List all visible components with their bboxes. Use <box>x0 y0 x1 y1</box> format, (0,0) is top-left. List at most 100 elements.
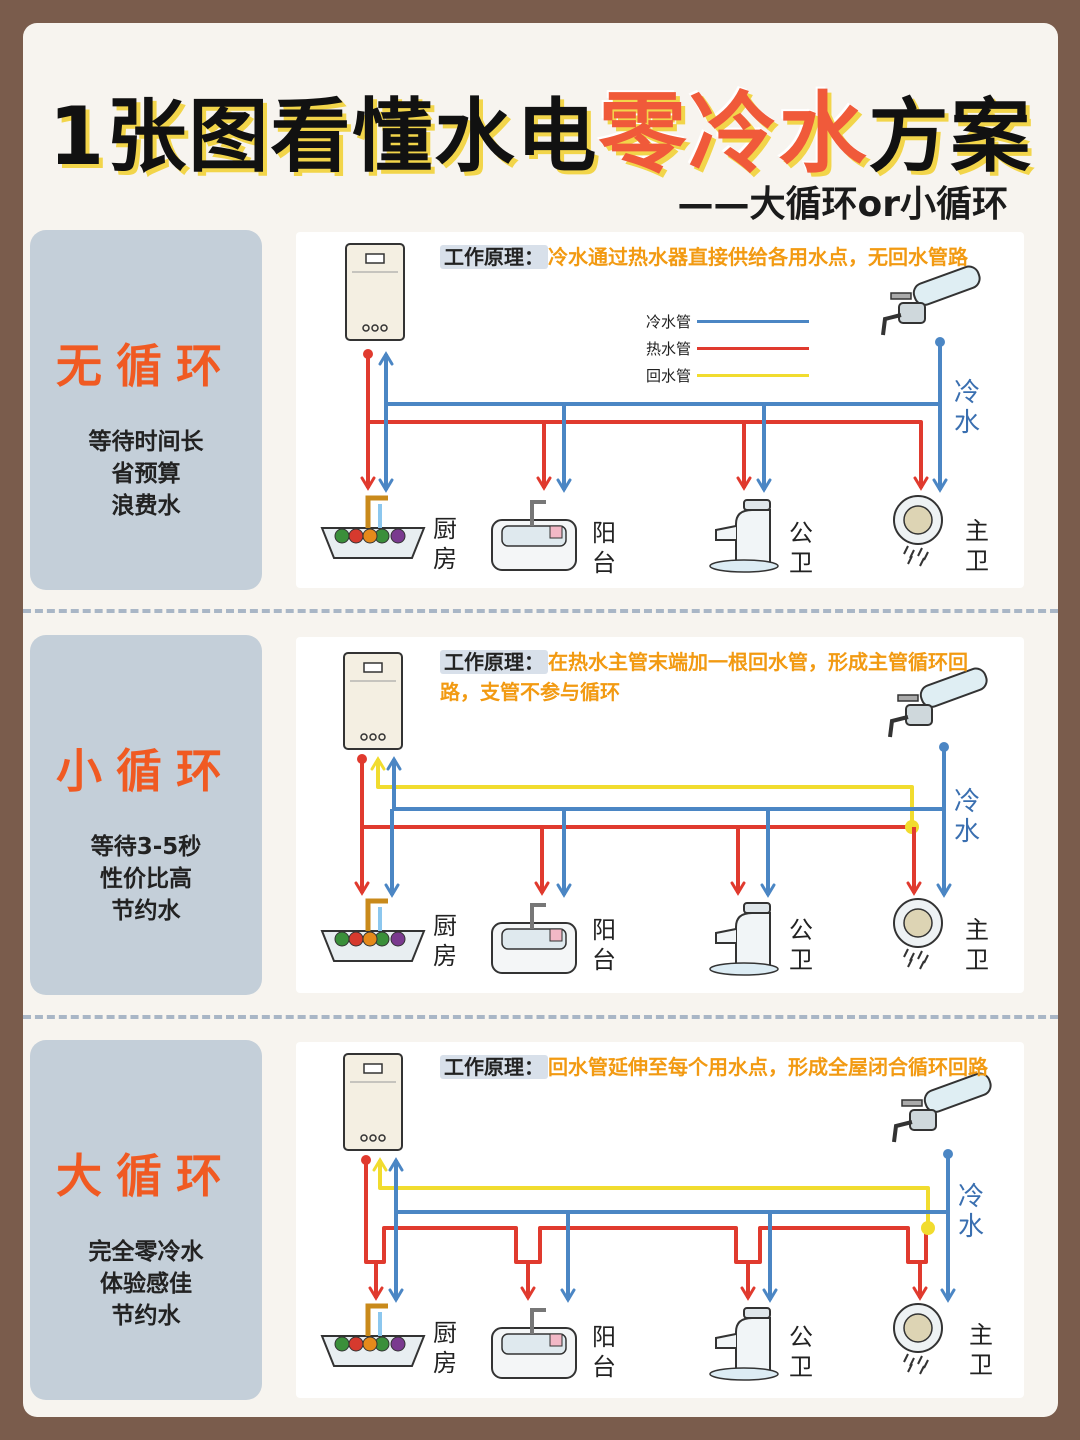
vegetable <box>334 1336 350 1352</box>
section-label-card: 无循环 等待时间长 省预算 浪费水 <box>30 230 262 590</box>
water-splash <box>709 962 779 976</box>
soap <box>549 525 563 539</box>
water-heater-icon <box>343 652 403 750</box>
section-desc: 完全零冷水 体验感佳 节约水 <box>30 1236 262 1332</box>
flow-arrow <box>386 756 402 771</box>
flow-arrow <box>536 476 552 491</box>
desc-line: 浪费水 <box>111 493 181 519</box>
soap <box>549 1333 563 1347</box>
page-title: 1张图看懂水电零冷水方案 <box>23 63 1058 190</box>
legend-item-return: 回水管 <box>646 362 810 389</box>
return-junction-dot <box>921 1221 935 1235</box>
principle-body: 在热水主管末端加一根回水管，形成主管循环回路，支管不参与循环 <box>440 650 968 704</box>
pipe-diagram <box>320 1053 992 1381</box>
label-public-bath: 公卫 <box>789 916 813 974</box>
title-suffix: 方案 <box>868 90 1033 183</box>
shower-drop <box>907 958 913 968</box>
water-splash <box>709 559 779 573</box>
flow-arrow <box>354 881 370 896</box>
heater-knob <box>369 1134 377 1142</box>
flow-arrow <box>756 478 772 493</box>
faucet-lever <box>743 499 771 511</box>
flow-arrow <box>730 881 746 896</box>
flow-arrow <box>740 1286 756 1301</box>
return-water-pipe <box>376 759 914 827</box>
diagram-panel: 工作原理：回水管延伸至每个用水点，形成全屋闭合循环回路 冷水 厨房 阳台 公卫 … <box>296 1042 1024 1398</box>
section-name: 无循环 <box>56 339 236 393</box>
kitchen-faucet <box>365 495 388 528</box>
shower-drop <box>919 1365 925 1375</box>
principle-text: 工作原理：在热水主管末端加一根回水管，形成主管循环回路，支管不参与循环 <box>440 647 1000 707</box>
hot-loop-pipe <box>364 1160 928 1264</box>
flow-arrow <box>384 883 400 898</box>
flow-arrow <box>370 756 386 771</box>
section-big-circulation: 大循环 完全零冷水 体验感佳 节约水 工作原理：回水管延伸至每个用水点，形成全屋… <box>23 1040 1058 1400</box>
flow-arrow <box>736 476 752 491</box>
section-divider <box>23 1015 1058 1019</box>
desc-line: 性价比高 <box>100 866 192 892</box>
flow-arrow <box>906 881 922 896</box>
legend-swatch <box>697 347 810 350</box>
legend-swatch <box>697 320 810 323</box>
flow-arrow <box>556 478 572 493</box>
diagram-panel: 工作原理：冷水通过热水器直接供给各用水点，无回水管路 冷水管 热水管 回水管 冷… <box>296 232 1024 588</box>
faucet-spout <box>715 1333 737 1349</box>
public-bath-faucet-icon <box>735 509 771 567</box>
principle-label: 工作原理： <box>440 650 548 674</box>
faucet-lever <box>743 902 771 914</box>
cold-inlet-dot <box>943 1149 953 1159</box>
shower-drop <box>907 555 913 565</box>
label-kitchen: 厨房 <box>433 912 457 970</box>
cold-supply-pipe <box>912 265 981 306</box>
tap-body <box>905 704 933 726</box>
faucet-lever <box>743 1307 771 1319</box>
tap-spout <box>892 1120 913 1143</box>
tap-spout <box>881 313 902 336</box>
principle-label: 工作原理： <box>440 245 548 269</box>
label-master-bath: 主卫 <box>965 517 989 575</box>
principle-body: 冷水通过热水器直接供给各用水点，无回水管路 <box>548 245 968 269</box>
label-master-bath: 主卫 <box>969 1321 993 1379</box>
title-highlight: 零冷水 <box>598 82 869 185</box>
section-label-card: 小循环 等待3-5秒 性价比高 节约水 <box>30 635 262 995</box>
hot-main-pipe <box>366 354 923 485</box>
flow-arrow <box>940 1288 956 1303</box>
flow-arrow <box>388 1288 404 1303</box>
flow-arrow <box>932 478 948 493</box>
cold-supply-pipe <box>919 667 988 708</box>
desc-line: 节约水 <box>111 1303 181 1329</box>
section-divider <box>23 609 1058 613</box>
section-desc: 等待3-5秒 性价比高 节约水 <box>30 831 262 927</box>
shower-drop <box>907 1363 913 1373</box>
desc-line: 等待3-5秒 <box>90 834 202 860</box>
legend-item-cold: 冷水管 <box>646 308 810 335</box>
faucet-spout <box>715 928 737 944</box>
hot-outlet-dot <box>357 754 367 764</box>
hot-outlet-dot <box>363 349 373 359</box>
tap-spout <box>888 715 909 738</box>
public-bath-faucet-icon <box>735 1317 771 1375</box>
shower-drop <box>903 1353 909 1363</box>
heater-knob <box>360 733 368 741</box>
tap-handle <box>901 1099 923 1107</box>
vegetable <box>362 528 378 544</box>
section-name: 小循环 <box>56 744 236 798</box>
hot-outlet-dot <box>361 1155 371 1165</box>
pipe-legend: 冷水管 热水管 回水管 <box>646 308 810 389</box>
label-master-bath: 主卫 <box>965 916 989 974</box>
heater-knob <box>378 733 386 741</box>
flow-arrow <box>936 883 952 898</box>
shower-drop <box>919 960 925 970</box>
cold-water-label: 冷水 <box>953 787 980 847</box>
vegetable <box>334 528 350 544</box>
heater-knob <box>360 1134 368 1142</box>
kitchen-faucet <box>365 898 388 931</box>
flow-arrow <box>378 478 394 493</box>
heater-display <box>363 1063 383 1074</box>
infographic-card: 1张图看懂水电零冷水方案 ——大循环or小循环 无循环 等待时间长 省预算 浪费… <box>23 23 1058 1417</box>
flow-arrow <box>762 1288 778 1303</box>
heater-display <box>363 662 383 673</box>
label-balcony: 阳台 <box>592 916 616 974</box>
section-label-card: 大循环 完全零冷水 体验感佳 节约水 <box>30 1040 262 1400</box>
flow-arrow <box>560 1288 576 1303</box>
